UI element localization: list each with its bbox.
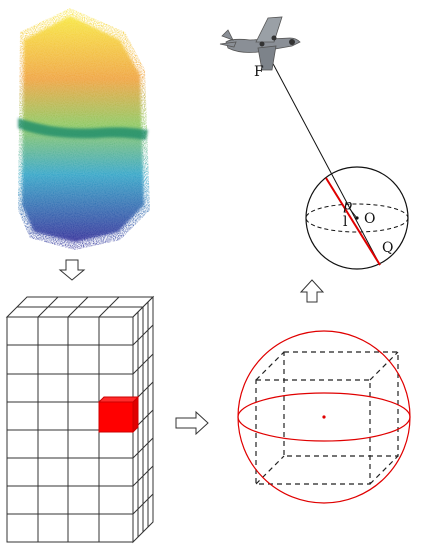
arrow-right-icon (175, 410, 209, 436)
sphere-center-dot (322, 415, 326, 419)
arrow-up-icon (299, 279, 325, 303)
cube (255, 351, 399, 485)
label-q: Q (382, 240, 393, 256)
point-cloud-band (18, 118, 148, 140)
center-dot (355, 216, 359, 220)
label-l: l (343, 214, 348, 230)
ray-line (269, 57, 381, 266)
chord-segment (325, 177, 381, 266)
point-cloud (18, 8, 150, 250)
airplane-icon (219, 16, 301, 71)
voxel-grid (5, 295, 155, 544)
arrow-down-icon (58, 259, 86, 281)
sphere-equator (305, 203, 409, 233)
intersection-sphere: d l O Q (269, 57, 409, 270)
label-d: d (343, 198, 352, 214)
highlighted-voxel (97, 395, 140, 434)
bounding-sphere (237, 330, 411, 504)
cube-in-sphere (237, 330, 411, 504)
voxel-grid-top-face (5, 296, 155, 318)
label-o: O (364, 211, 375, 227)
label-f: F (254, 64, 264, 80)
